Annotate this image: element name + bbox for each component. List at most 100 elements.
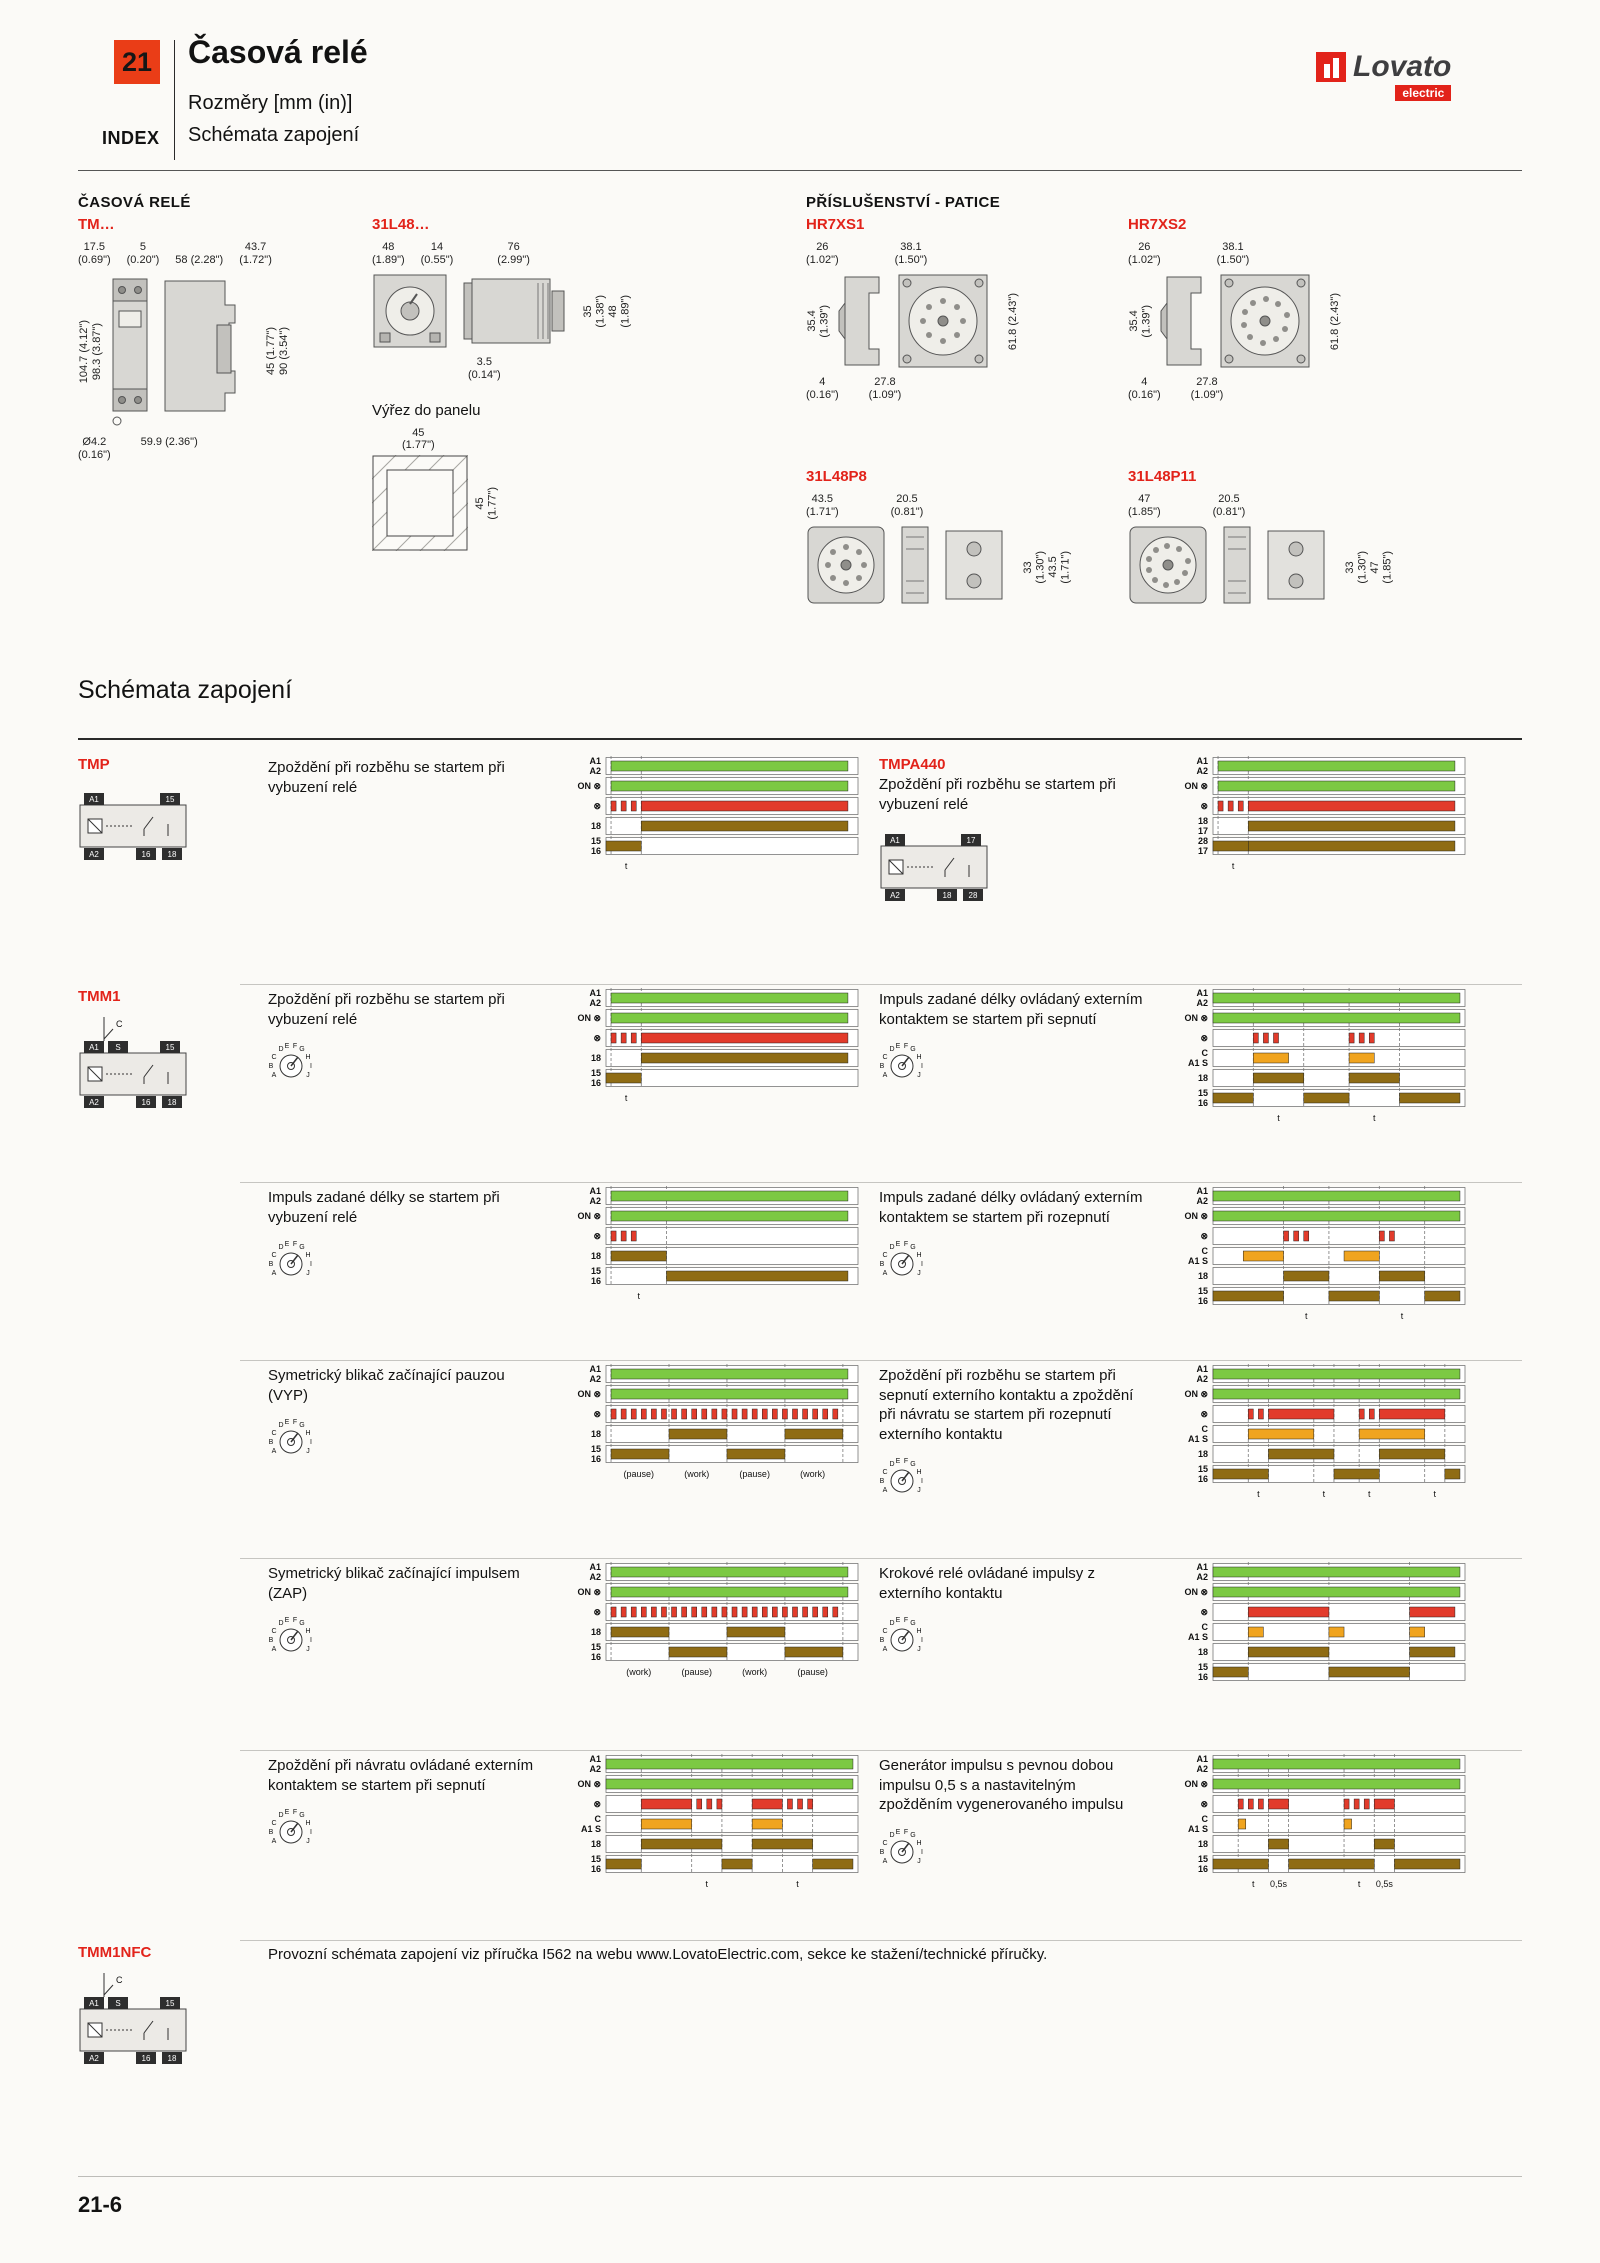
- svg-text:ON ⊗: ON ⊗: [1184, 1779, 1208, 1789]
- hr7xs1-drawing: [838, 274, 988, 368]
- svg-text:A1: A1: [890, 836, 900, 845]
- svg-text:18: 18: [591, 821, 601, 831]
- svg-text:18: 18: [1198, 1271, 1208, 1281]
- svg-text:C: C: [1202, 1246, 1209, 1256]
- dimension-label: 3.5 (0.14"): [468, 356, 501, 381]
- svg-text:16: 16: [1198, 1296, 1208, 1306]
- svg-text:H: H: [305, 1430, 310, 1437]
- 31l48p8-drawing: [807, 526, 1003, 604]
- svg-text:A2: A2: [89, 1098, 99, 1107]
- svg-text:B: B: [880, 1261, 885, 1268]
- svg-text:A1: A1: [89, 1999, 99, 2008]
- svg-text:A1 S: A1 S: [1188, 1058, 1208, 1068]
- dimension-label: 47 (1.85"): [1369, 550, 1394, 584]
- svg-text:18: 18: [168, 2054, 177, 2063]
- svg-text:B: B: [269, 1261, 274, 1268]
- svg-text:16: 16: [591, 1078, 601, 1088]
- svg-text:E: E: [285, 1809, 290, 1816]
- svg-text:B: B: [880, 1637, 885, 1644]
- svg-text:18: 18: [1198, 1647, 1208, 1657]
- scheme-description: Krokové relé ovládané impulsy z externíh…: [879, 1565, 1095, 1602]
- dimension-label: 5 (0.20"): [126, 241, 160, 266]
- dim-block-hr7xs1: HR7XS1 26 (1.02") 38.1 (1.50") 35.4 (1.3…: [806, 216, 1096, 402]
- model-label-tmm1nfc: TMM1NFC: [78, 1944, 152, 1961]
- svg-text:A: A: [272, 1838, 277, 1845]
- svg-text:C: C: [1202, 1424, 1209, 1434]
- svg-text:15: 15: [591, 1642, 601, 1652]
- svg-text:18: 18: [591, 1627, 601, 1637]
- svg-text:A1: A1: [89, 1043, 99, 1052]
- dimension-label: Ø4.2 (0.16"): [78, 436, 111, 461]
- svg-text:t: t: [1252, 1879, 1255, 1889]
- svg-text:A1: A1: [589, 1562, 601, 1572]
- svg-text:A2: A2: [1196, 1374, 1208, 1384]
- svg-text:16: 16: [1198, 1672, 1208, 1682]
- dimension-label: 45 (1.77"): [265, 327, 278, 376]
- panel-cutout-title: Výřez do panelu: [372, 401, 481, 419]
- svg-text:A1: A1: [589, 988, 601, 998]
- dimension-label: 90 (3.54"): [277, 327, 290, 376]
- svg-text:A2: A2: [589, 1764, 601, 1774]
- svg-text:D: D: [889, 1046, 894, 1053]
- scheme-description: Zpoždění při rozběhu se startem při vybu…: [268, 759, 505, 796]
- svg-text:ON ⊗: ON ⊗: [1184, 1389, 1208, 1399]
- svg-text:16: 16: [142, 850, 151, 859]
- svg-text:ON ⊗: ON ⊗: [577, 1211, 601, 1221]
- header-rule: [78, 170, 1522, 171]
- svg-text:⊗: ⊗: [1200, 1033, 1208, 1043]
- svg-text:18: 18: [943, 891, 952, 900]
- svg-text:17: 17: [1198, 826, 1208, 836]
- svg-text:15: 15: [591, 1444, 601, 1454]
- svg-text:G: G: [910, 1620, 915, 1627]
- svg-text:A1: A1: [1196, 1186, 1208, 1196]
- svg-text:A1 S: A1 S: [581, 1824, 601, 1834]
- svg-text:17: 17: [1198, 846, 1208, 856]
- dimension-label: 26 (1.02"): [806, 241, 839, 266]
- scheme-description: Impuls zadané délky ovládaný externím ko…: [879, 1189, 1143, 1226]
- svg-text:t: t: [1368, 1489, 1371, 1499]
- dimension-label: 35.4 (1.39"): [806, 304, 831, 338]
- svg-text:A2: A2: [1196, 1764, 1208, 1774]
- svg-text:S: S: [115, 1043, 120, 1052]
- svg-text:16: 16: [591, 846, 601, 856]
- svg-text:A2: A2: [589, 766, 601, 776]
- svg-text:ON ⊗: ON ⊗: [1184, 781, 1208, 791]
- svg-text:(work): (work): [684, 1469, 709, 1479]
- svg-text:E: E: [285, 1617, 290, 1624]
- index-label: INDEX: [102, 128, 160, 148]
- svg-text:I: I: [310, 1063, 312, 1070]
- svg-text:16: 16: [591, 1652, 601, 1662]
- svg-text:A: A: [272, 1646, 277, 1653]
- dimension-label: 38.1 (1.50"): [1216, 241, 1250, 266]
- svg-text:H: H: [916, 1054, 921, 1061]
- row-separator: [240, 1940, 1522, 1941]
- operating-schemes-note: Provozní schémata zapojení viz příručka …: [268, 1946, 1048, 1963]
- model-label: 31L48P11: [1128, 468, 1197, 485]
- svg-text:A1 S: A1 S: [1188, 1434, 1208, 1444]
- svg-text:D: D: [889, 1832, 894, 1839]
- dim-block-31l48: 31L48… 48 (1.89") 14 (0.55") 76 (2.99"): [372, 216, 672, 551]
- page-title: Časová relé: [188, 34, 368, 70]
- svg-text:18: 18: [1198, 1449, 1208, 1459]
- tm-drawing: [112, 278, 236, 426]
- svg-text:E: E: [896, 1043, 901, 1050]
- svg-text:16: 16: [1198, 1474, 1208, 1484]
- svg-text:C: C: [1202, 1814, 1209, 1824]
- svg-text:18: 18: [591, 1429, 601, 1439]
- schema-row-tmm1-2: Impuls zadané délky se startem při vybuz…: [78, 1186, 1522, 1329]
- svg-text:A2: A2: [589, 998, 601, 1008]
- svg-text:C: C: [882, 1628, 887, 1635]
- svg-text:H: H: [305, 1252, 310, 1259]
- model-label: 31L48…: [372, 216, 430, 233]
- svg-text:E: E: [285, 1241, 290, 1248]
- page-subtitle-schemes: Schémata zapojení: [188, 124, 360, 146]
- model-label: 31L48P8: [806, 468, 867, 485]
